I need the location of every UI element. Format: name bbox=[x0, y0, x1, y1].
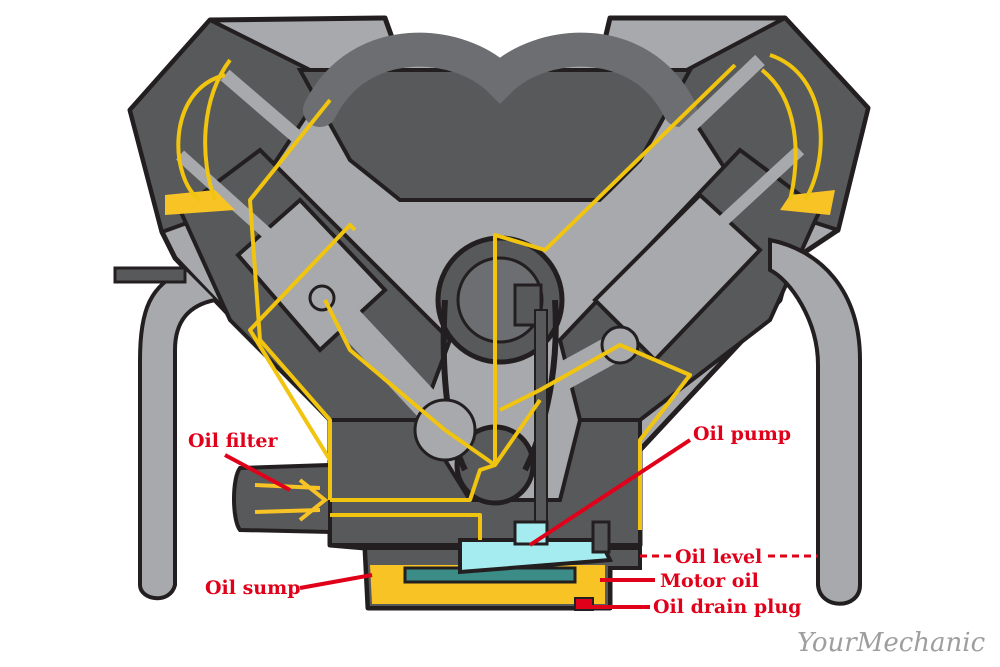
pump-shaft bbox=[534, 309, 548, 536]
right-valve-cover-oil-2 bbox=[760, 68, 798, 201]
label-motor-oil: Motor oil bbox=[660, 570, 759, 592]
oil-passages bbox=[176, 53, 823, 540]
label-oil-drain-plug: Oil drain plug bbox=[653, 596, 801, 618]
right-rocker-line bbox=[499, 343, 692, 530]
oil-pump-top bbox=[513, 520, 549, 546]
oil-filter-leader bbox=[224, 453, 291, 492]
oil-pump-relief bbox=[591, 520, 611, 554]
left-rocker-oil bbox=[165, 190, 235, 215]
oil-pump-body bbox=[458, 538, 614, 575]
left-head-line bbox=[248, 98, 332, 470]
oil-sump-leader bbox=[299, 573, 373, 590]
label-oil-sump: Oil sump bbox=[205, 577, 301, 599]
right-rocker-oil bbox=[780, 190, 835, 215]
left-valve-stem-2 bbox=[175, 150, 335, 295]
left-exhaust-pipe bbox=[138, 268, 216, 601]
oil-drain-plug bbox=[574, 597, 594, 611]
right-valve-stem-2 bbox=[665, 145, 805, 275]
right-valve-cover-oil bbox=[769, 53, 823, 202]
right-valve-stem bbox=[555, 54, 765, 256]
right-piston bbox=[592, 192, 763, 363]
left-gallery-riser bbox=[248, 223, 357, 500]
center-riser bbox=[493, 63, 737, 465]
left-cam-line bbox=[323, 299, 447, 432]
label-oil-pump: Oil pump bbox=[693, 423, 791, 445]
oil-pump-leader bbox=[528, 438, 692, 547]
left-valve-cover-oil-2 bbox=[203, 58, 232, 201]
dipstick-handle bbox=[113, 266, 187, 284]
crank-line bbox=[443, 398, 542, 467]
left-valve-cover-oil bbox=[176, 73, 226, 202]
oil-filter bbox=[232, 462, 332, 535]
watermark-logo: YourMechanic bbox=[797, 628, 986, 658]
pump-feed bbox=[330, 513, 482, 540]
right-valve-cover bbox=[665, 15, 871, 233]
label-oil-level: Oil level bbox=[675, 546, 762, 568]
label-oil-filter: Oil filter bbox=[188, 430, 278, 452]
intake-runner bbox=[303, 32, 697, 127]
callout-leaders bbox=[224, 438, 692, 609]
intake-manifold bbox=[296, 68, 694, 202]
right-exhaust-pipe bbox=[768, 237, 862, 606]
engine-block bbox=[127, 15, 871, 611]
left-valve-stem bbox=[220, 69, 445, 266]
main-oil-gallery bbox=[330, 463, 496, 502]
